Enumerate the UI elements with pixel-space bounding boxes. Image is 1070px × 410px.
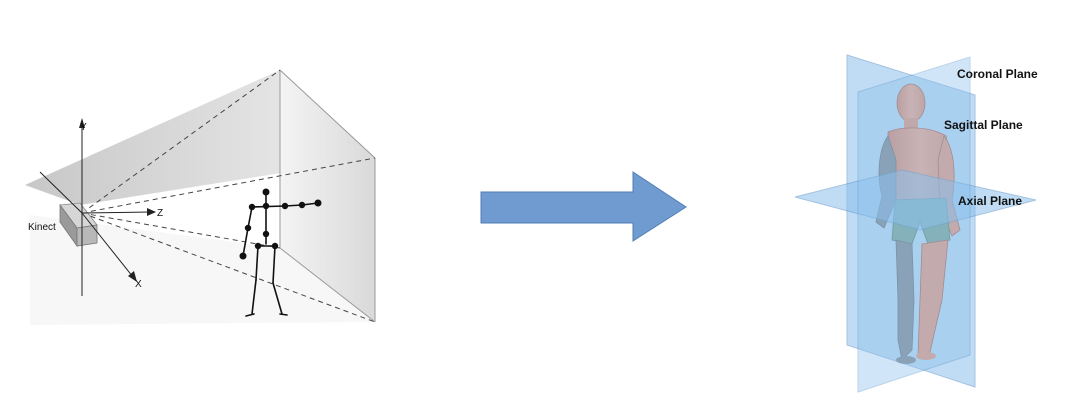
joint-elbow-right <box>298 201 306 209</box>
y-axis-label: Y <box>80 122 87 133</box>
anatomy-figure: Coronal Plane Sagittal Plane Axial Plane <box>794 54 1038 393</box>
axes <box>39 125 151 296</box>
x-axis-arrowhead <box>128 271 137 282</box>
y-axis-arrowhead <box>79 118 85 128</box>
coronal-plane-label: Coronal Plane <box>957 67 1038 81</box>
x-axis-label: X <box>135 279 142 290</box>
joint-shoulder-right <box>281 202 289 210</box>
joint-head <box>262 188 270 196</box>
axial-plane <box>794 169 1037 231</box>
back-wall <box>280 70 375 322</box>
skeleton-figure <box>239 188 322 317</box>
floor-plane <box>30 215 375 325</box>
joint-hip-right <box>271 242 279 250</box>
axial-plane-label: Axial Plane <box>958 194 1022 208</box>
joint-hand-right <box>314 199 322 207</box>
transform-arrow <box>480 171 687 242</box>
joint-neck <box>262 202 270 210</box>
kinect-label: Kinect <box>28 222 56 233</box>
joint-spine <box>262 230 270 238</box>
coronal-plane <box>857 56 971 393</box>
room-edges <box>279 69 376 323</box>
joint-elbow-left <box>244 224 252 232</box>
z-axis-label: Z <box>157 208 163 219</box>
z-axis-arrowhead <box>147 208 156 216</box>
sagittal-plane-label: Sagittal Plane <box>944 118 1023 132</box>
joint-shoulder-left <box>248 203 256 211</box>
joint-hip-left <box>254 242 262 250</box>
joint-hand-left <box>239 252 247 260</box>
field-of-view-lines <box>81 69 376 323</box>
kinect-scene: Kinect Y Z X <box>25 69 376 325</box>
